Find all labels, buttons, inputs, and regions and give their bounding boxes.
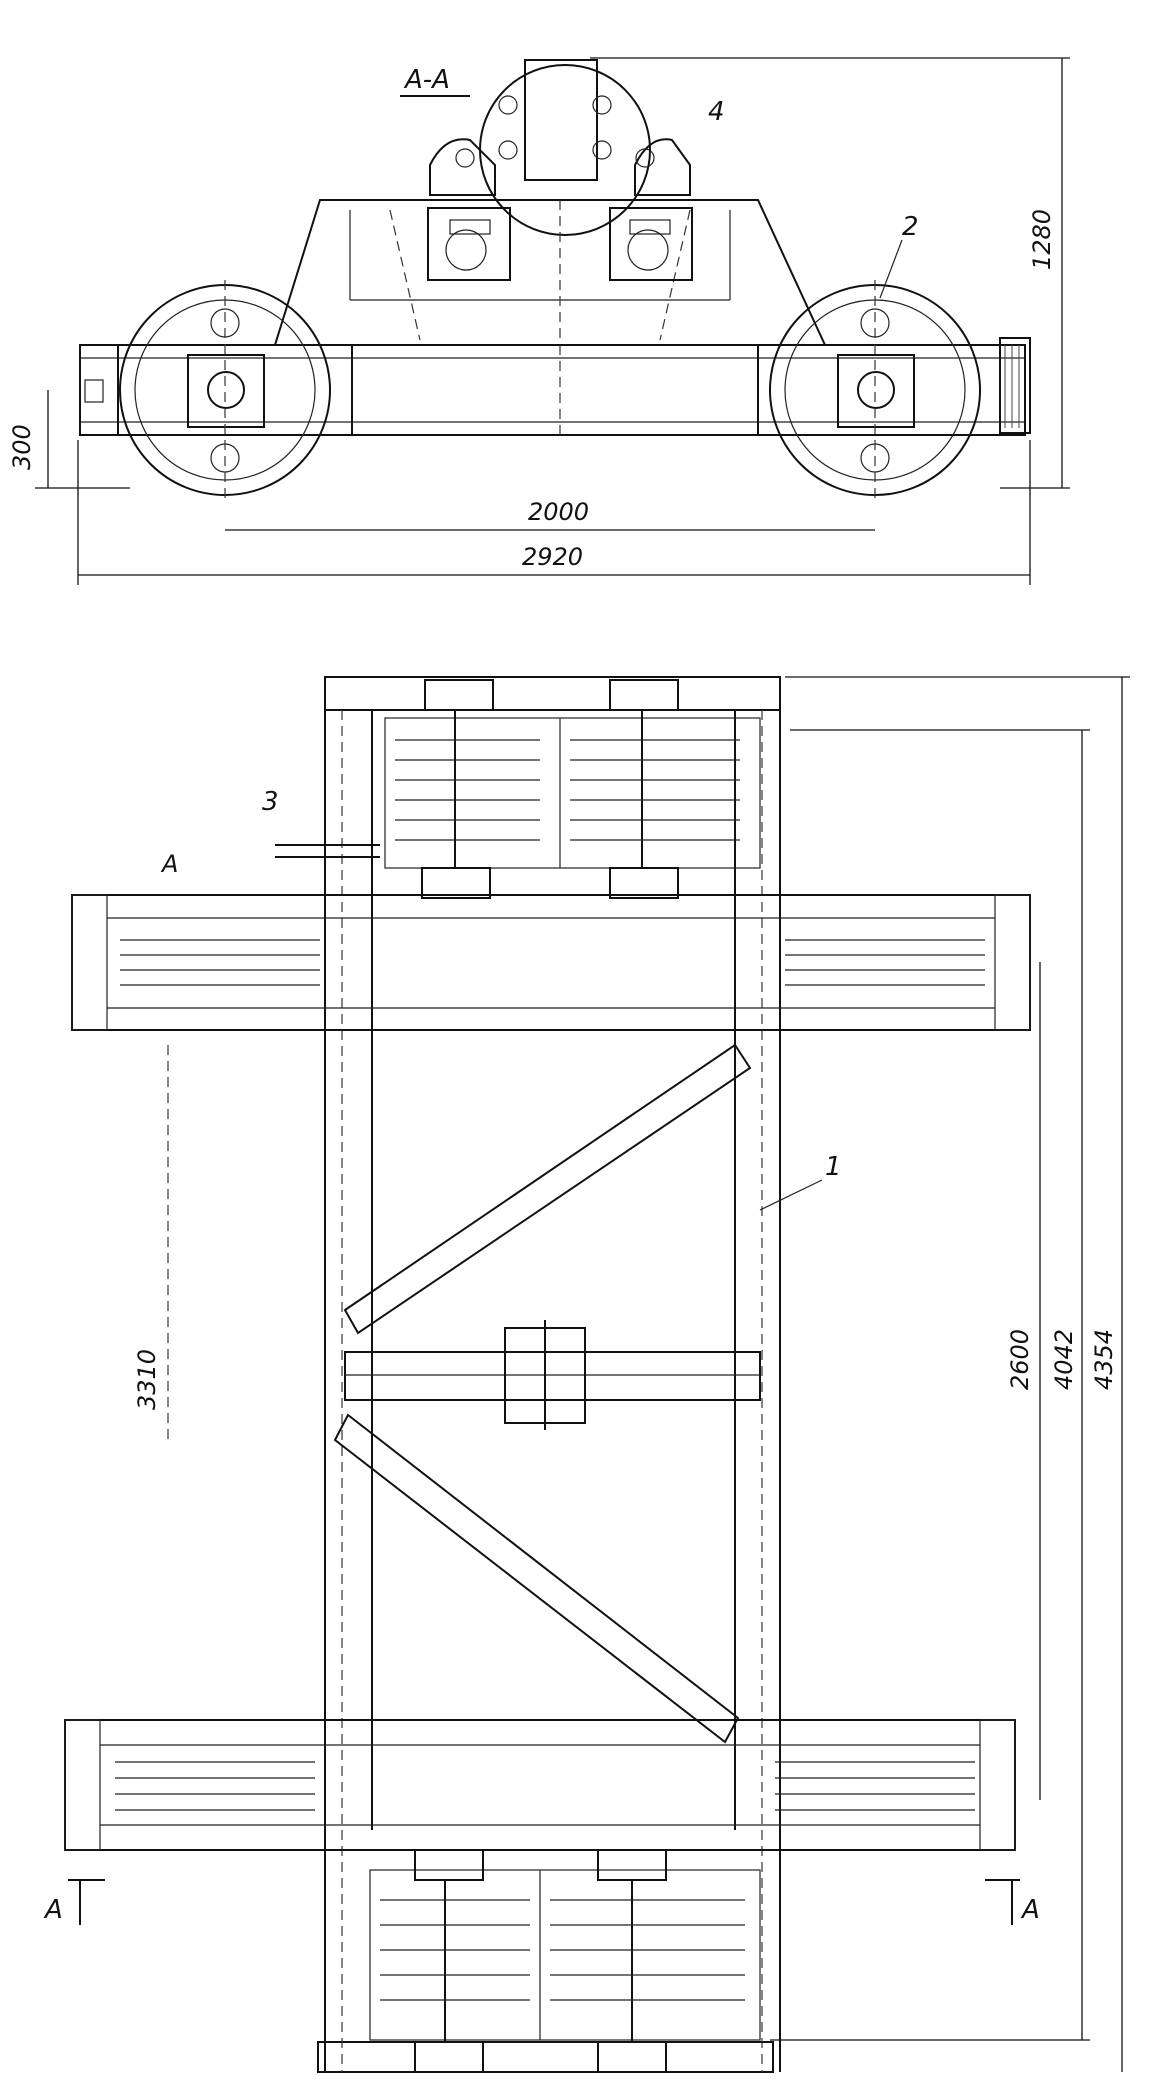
dim-4354-text: 4354 [1090,1329,1118,1390]
plan-view: 3 1 A A A 3310 2600 4042 4354 [43,676,1130,2073]
callout-4: 4 [708,97,725,127]
middle-cross-member [344,1320,761,1430]
svg-text:A: A [1020,1895,1040,1925]
top-cross-beam [71,894,1031,1031]
callout-3: 3 [262,787,279,817]
callout-1-leader [759,1179,823,1211]
wheel-right [769,280,981,500]
bottom-sheave-block [369,1849,761,2073]
hook-housing [429,59,691,236]
main-beam [79,337,1031,436]
diagonal-braces [333,1043,752,1744]
dim-2000-text: 2000 [528,498,589,526]
side-view: A-A [8,57,1070,585]
dim-300-text: 300 [8,424,36,470]
upper-body [273,199,827,346]
svg-text:A: A [43,1895,63,1925]
bottom-cross-beam [64,1719,1016,1851]
frame-longitudinal [324,710,781,2072]
dim-2600-text: 2600 [1006,1329,1034,1390]
section-title: A-A [403,65,450,95]
section-mark-top-left: A [160,850,178,878]
dim-3310-text: 3310 [133,1349,161,1410]
bottom-end-plate [317,2041,774,2073]
callout-1: 1 [825,1152,842,1182]
rod-3: 3 [262,787,380,858]
dim-2920-text: 2920 [522,543,583,571]
top-sheave-block [384,679,761,899]
top-end-plate [324,676,781,711]
section-mark-left: A [43,1879,105,1925]
callout-2: 2 [902,212,919,242]
dim-1280-text: 1280 [1028,209,1056,270]
section-mark-right: A [985,1879,1040,1925]
dim-4042-text: 4042 [1050,1329,1078,1390]
wheel-left [119,280,331,500]
callout-2-leader [879,239,903,299]
